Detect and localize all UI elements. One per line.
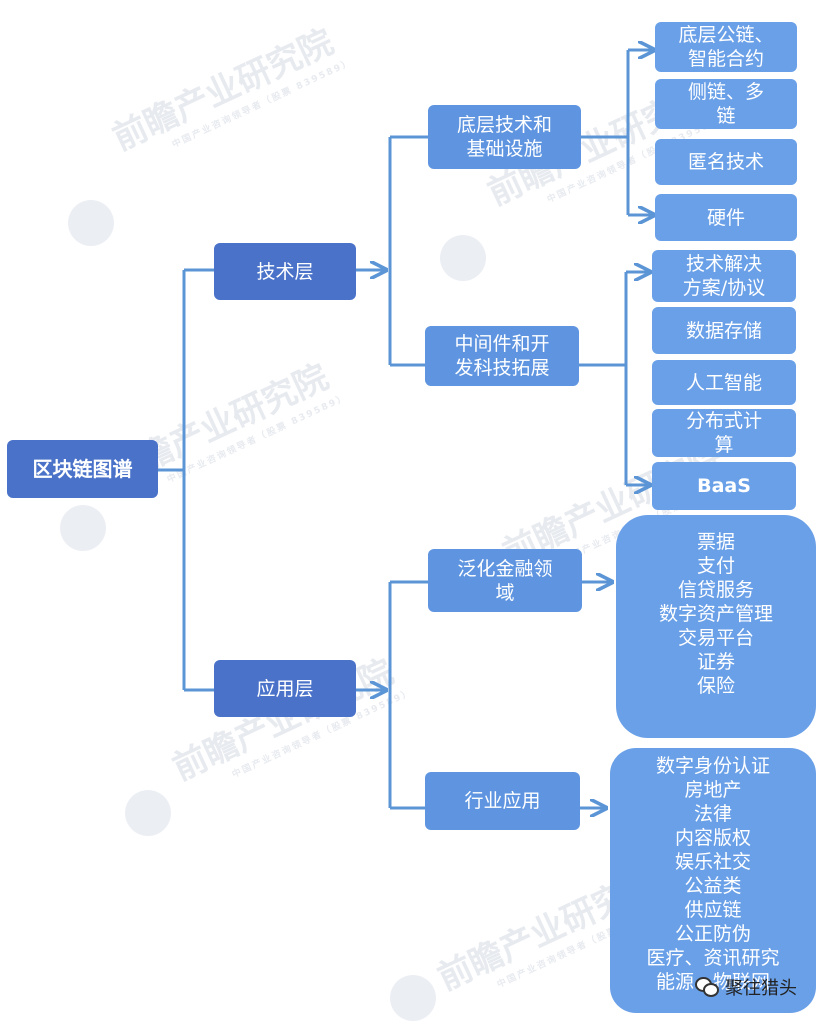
- industry-items-box: 数字身份认证 房地产 法律 内容版权 娱乐社交 公益类 供应链 公正防伪 医疗、…: [610, 748, 816, 1013]
- leaf-data-storage: 数据存储: [652, 307, 796, 354]
- layer-tech: 技术层: [214, 243, 356, 300]
- leaf-ai: 人工智能: [652, 360, 796, 405]
- group-label-line: 域: [495, 581, 515, 604]
- group-infrastructure: 底层技术和 基础设施: [428, 105, 581, 169]
- leaf-tech-solutions: 技术解决 方案/协议: [652, 250, 796, 302]
- leaf-label: BaaS: [697, 475, 751, 497]
- leaf-label: 匿名技术: [687, 151, 764, 173]
- root-node: 区块链图谱: [7, 440, 158, 498]
- group-label-line: 发科技拓展: [454, 357, 550, 379]
- industry-item: 能源、物联网: [655, 971, 770, 993]
- finance-item: 数字资产管理: [658, 602, 773, 625]
- leaf-label: 算: [714, 434, 734, 456]
- finance-item: 支付: [696, 554, 735, 577]
- leaf-label: 侧链、多: [687, 81, 764, 103]
- watermark-logo: [60, 505, 106, 551]
- leaf-hardware: 硬件: [655, 194, 797, 241]
- group-label-line: 底层技术和: [456, 114, 552, 136]
- leaf-label: 方案/协议: [682, 277, 766, 299]
- watermark-logo: [125, 790, 171, 836]
- leaf-label: 智能合约: [687, 48, 764, 70]
- finance-item: 交易平台: [677, 626, 754, 649]
- leaf-label: 技术解决: [685, 253, 762, 275]
- group-label-line: 行业应用: [464, 790, 541, 812]
- watermark-logo: [68, 200, 114, 246]
- layer-application: 应用层: [214, 660, 356, 717]
- finance-items-box: 票据 支付 信贷服务 数字资产管理 交易平台 证券 保险: [616, 515, 816, 738]
- leaf-public-chain: 底层公链、 智能合约: [655, 22, 797, 72]
- industry-item: 法律: [693, 803, 732, 825]
- industry-item: 公正防伪: [674, 923, 751, 945]
- group-label-line: 中间件和开: [454, 333, 550, 355]
- leaf-sidechain: 侧链、多 链: [655, 79, 797, 129]
- industry-item: 房地产: [684, 779, 742, 801]
- leaf-label: 人工智能: [685, 371, 762, 394]
- watermark-logo: [390, 975, 436, 1021]
- leaf-baas: BaaS: [652, 462, 796, 510]
- leaf-label: 分布式计: [685, 410, 762, 432]
- industry-item: 娱乐社交: [674, 851, 751, 873]
- industry-item: 数字身份认证: [655, 755, 770, 777]
- leaf-label: 硬件: [706, 206, 745, 229]
- watermark-logo: [440, 235, 486, 281]
- finance-item: 保险: [696, 674, 735, 697]
- group-middleware: 中间件和开 发科技拓展: [425, 326, 579, 386]
- industry-item: 公益类: [684, 875, 742, 897]
- footer-text: 聚往猎头: [725, 978, 797, 999]
- leaf-label: 底层公链、: [678, 24, 774, 46]
- leaf-anonymous-tech: 匿名技术: [655, 139, 797, 185]
- group-finance: 泛化金融领 域: [428, 549, 582, 612]
- layer-tech-label: 技术层: [256, 260, 314, 283]
- industry-item: 内容版权: [674, 827, 751, 849]
- finance-item: 票据: [696, 530, 735, 553]
- group-label-line: 泛化金融领: [457, 557, 553, 580]
- layer-application-label: 应用层: [256, 677, 314, 700]
- industry-item: 供应链: [684, 899, 742, 921]
- group-industry: 行业应用: [425, 772, 580, 830]
- finance-item: 信贷服务: [677, 578, 754, 601]
- group-label-line: 基础设施: [466, 138, 543, 160]
- leaf-label: 链: [716, 105, 736, 127]
- leaf-label: 数据存储: [685, 319, 762, 342]
- root-label: 区块链图谱: [32, 457, 133, 481]
- leaf-distributed-computing: 分布式计 算: [652, 409, 796, 457]
- footer-badge: 聚往猎头: [695, 974, 797, 1000]
- industry-item: 医疗、资讯研究: [646, 947, 780, 969]
- finance-item: 证券: [696, 650, 735, 673]
- wechat-icon: [695, 977, 719, 997]
